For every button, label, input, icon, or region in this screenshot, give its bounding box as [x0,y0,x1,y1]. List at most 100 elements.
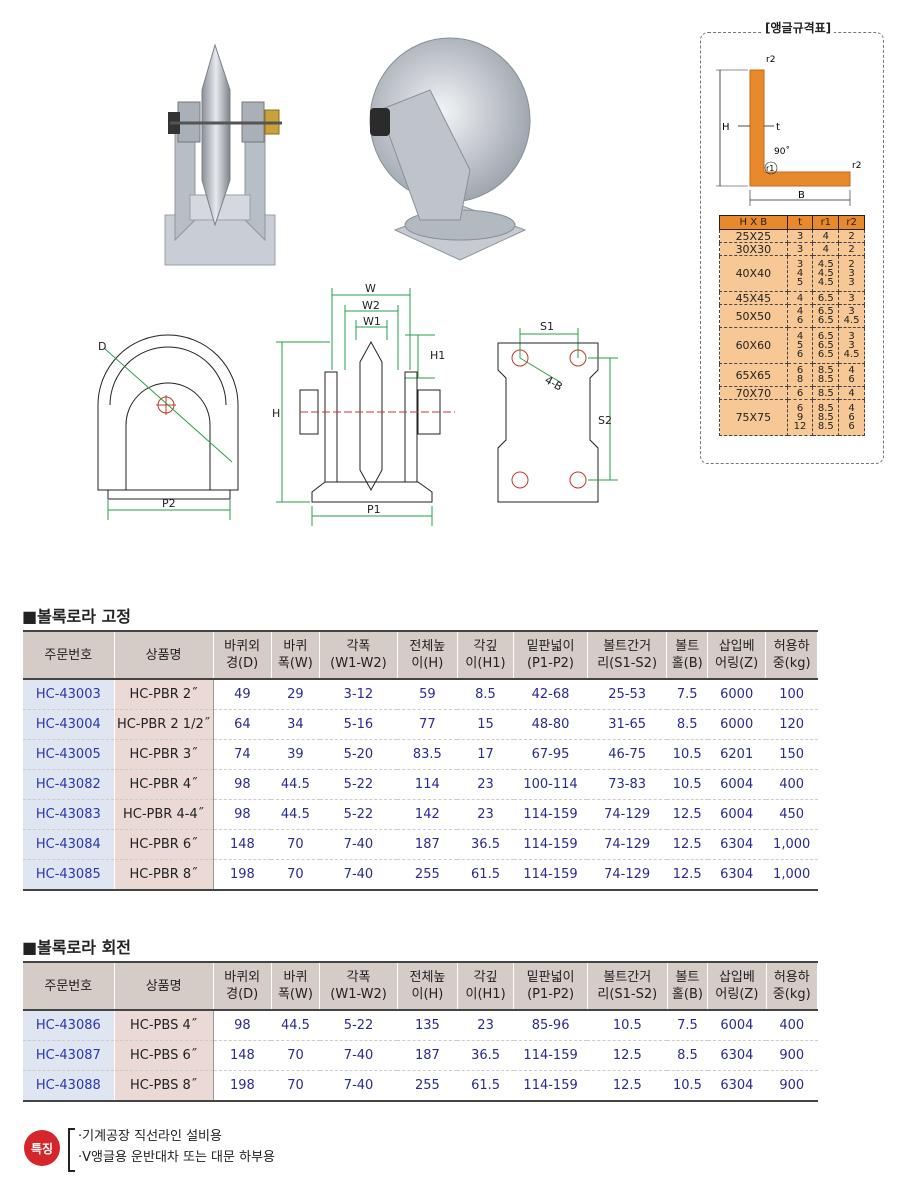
spec-col-header: 각폭(W1-W2) [319,962,398,1010]
order-number: HC-43004 [23,709,115,740]
spec-col-header-line1: 밑판넓이 [526,970,575,985]
spec-value: 142 [397,799,458,830]
spec-col-header-line1: 바퀴외 [224,639,261,654]
angle-cell-size: 45X45 [719,291,788,305]
spec-value: 61.5 [457,1070,514,1101]
spec-value: 114-159 [513,799,588,830]
feature-item: ·기계공장 직선라인 설비용 [78,1129,222,1144]
product-name: HC-PBS 4˝ [114,1010,214,1041]
spec-col-header: 각폭(W1-W2) [319,631,398,679]
spec-value: 6004 [707,799,766,830]
spec-col-header-line1: 상품명 [145,978,182,994]
angle-spec-title: [앵글규격표] [762,19,835,36]
spec-value: 7-40 [319,1070,398,1101]
spec-col-header-line2: 경(D) [226,656,259,671]
spec-value: 31-65 [587,709,667,740]
spec-value: 187 [397,829,458,860]
angle-col-r2: r2 [838,215,865,230]
dim-label-h1: H1 [430,349,445,362]
spec-col-header-line2: 이(H) [411,987,444,1002]
spec-col-header: 주문번호 [23,631,115,679]
spec-col-header-line1: 밑판넓이 [526,639,575,654]
spec-value: 74-129 [587,859,667,890]
angle-cell-size: 25X25 [719,229,788,243]
spec-value: 70 [271,859,320,890]
spec-value: 98 [213,1010,272,1041]
spec-value: 25-53 [587,679,667,710]
spec-value: 7-40 [319,859,398,890]
fixed-caster-photo [164,43,282,266]
spec-value: 70 [271,1070,320,1101]
spec-value: 12.5 [666,829,708,860]
spec-col-header-line2: 폭(W) [277,987,313,1002]
angle-cell-size: 60X60 [719,327,788,364]
spec-value: 12.5 [666,799,708,830]
spec-col-header-line2: 이(H1) [465,656,506,671]
spec-col-header-line2: 어링(Z) [715,987,759,1002]
spec-value: 48-80 [513,709,588,740]
spec-value: 17 [457,739,514,770]
spec-value: 44.5 [271,769,320,800]
spec-value: 85-96 [513,1010,588,1041]
angle-cell-r1: 6.5 [812,291,840,305]
angle-cell-r2: 3 [838,291,865,305]
dim-label-d: D [98,340,106,353]
order-number: HC-43084 [23,829,115,860]
order-number: HC-43082 [23,769,115,800]
spec-col-header-line1: 볼트 [675,970,700,985]
spec-value: 8.5 [666,709,708,740]
spec-value: 46-75 [587,739,667,770]
spec-value: 5-22 [319,1010,398,1041]
spec-value: 59 [397,679,458,710]
spec-col-header-line2: (W1-W2) [330,987,387,1002]
spec-col-header-line1: 볼트 [675,639,700,654]
spec-value: 39 [271,739,320,770]
spec-value: 34 [271,709,320,740]
dim-label-w: W [365,282,376,295]
angle-table-header: H X B t r1 r2 [719,215,865,230]
spec-value: 5-22 [319,799,398,830]
spec-value: 7-40 [319,829,398,860]
spec-value: 8.5 [667,1040,708,1071]
spec-col-header-line2: (P1-P2) [526,656,575,671]
dim-label-w1: W1 [363,315,381,328]
section-title-fixed: ■볼록로라 고정 [22,607,132,626]
spec-col-header-line2: 이(H) [411,656,444,671]
spec-col-header-line1: 상품명 [145,647,182,663]
spec-value: 23 [457,799,514,830]
spec-value: 5-16 [319,709,398,740]
spec-col-header-line1: 볼트간거 [603,970,652,985]
order-number: HC-43083 [23,799,115,830]
spec-value: 6304 [707,1040,767,1071]
angle-label-r1: r1 [766,164,774,173]
spec-value: 36.5 [457,829,514,860]
spec-value: 120 [765,709,818,740]
spec-value: 42-68 [513,679,588,710]
angle-cell-size: 75X75 [719,399,788,436]
spec-col-header-line1: 전체높 [409,639,446,654]
angle-cell-r2: 4 [838,386,865,400]
order-number: HC-43087 [23,1040,115,1071]
spec-value: 6304 [707,829,766,860]
angle-cell-r1: 4 [812,242,840,256]
spec-value: 6000 [707,679,766,710]
